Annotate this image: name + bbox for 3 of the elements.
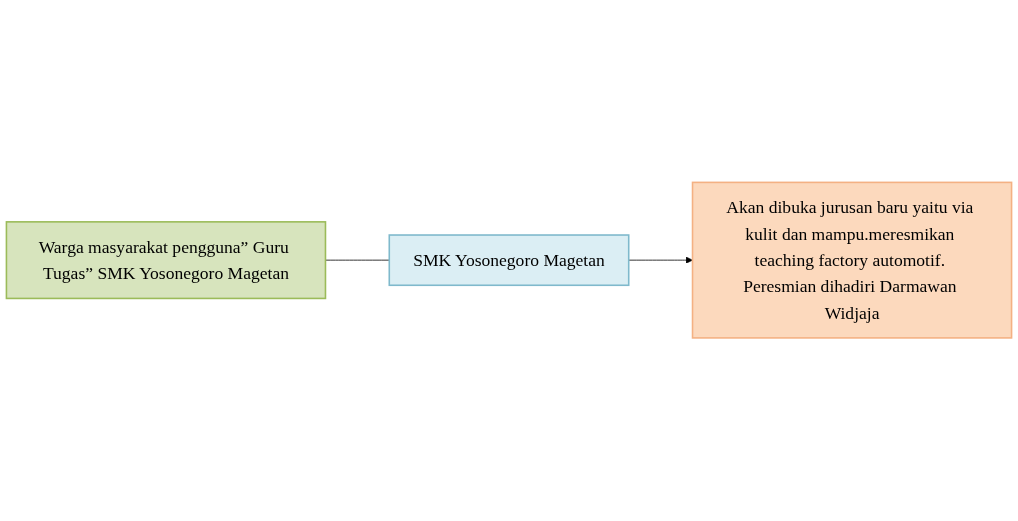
node-box: Akan dibuka jurusan baru yaitu via kulit dan mampu.meresmikan teaching factory automotif. Peresmian dihadiri Darmawan Widjaja <box>691 181 1013 340</box>
node-box: Warga masyarakat pengguna” Guru Tugas” SMK Yosonegoro Magetan <box>5 221 327 300</box>
node-box: SMK Yosonegoro Magetan <box>388 234 630 287</box>
